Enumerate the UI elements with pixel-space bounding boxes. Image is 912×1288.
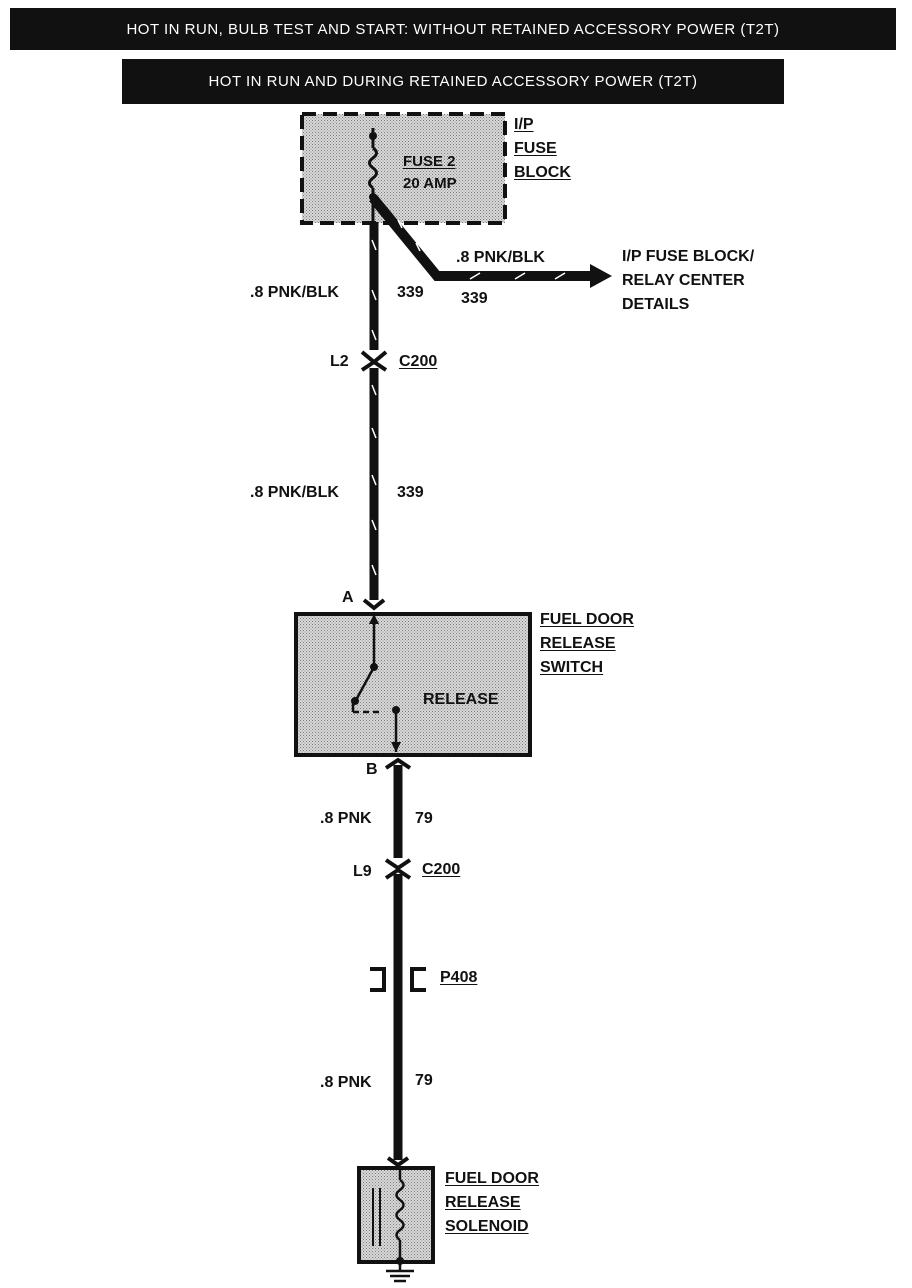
connector-c200-top <box>360 350 388 372</box>
fuel-door-release-switch <box>294 612 532 757</box>
switch-pin-a-label: A <box>342 589 354 606</box>
fuse-block-title-line-2: FUSE <box>514 140 557 157</box>
ground-icon <box>386 1262 414 1283</box>
fuse-rating: 20 AMP <box>403 175 457 192</box>
c200-top-pin: L2 <box>330 353 349 370</box>
branch-destination-line-2: RELAY CENTER <box>622 272 745 289</box>
branch-wire-label: .8 PNK/BLK <box>456 249 545 266</box>
branch-destination-line-1: I/P FUSE BLOCK/ <box>622 248 755 265</box>
wire-upper1-circuit: 339 <box>397 284 424 301</box>
connector-solenoid <box>386 1156 410 1168</box>
wire-upper2-label: .8 PNK/BLK <box>250 484 339 501</box>
fuel-door-release-solenoid <box>357 1166 435 1265</box>
wire-lower1-circuit: 79 <box>415 810 433 827</box>
fuse-block-title-line-3: BLOCK <box>514 164 571 181</box>
solenoid-title-line-3: SOLENOID <box>445 1218 529 1235</box>
connector-pin-b <box>384 757 412 770</box>
switch-position-label: RELEASE <box>423 691 499 708</box>
wire-upper2-circuit: 339 <box>397 484 424 501</box>
wire-339-upper <box>369 222 379 350</box>
wire-339-lower <box>369 368 379 600</box>
connector-p408 <box>370 967 426 992</box>
switch-pin-b-label: B <box>366 761 378 778</box>
c200-bottom-name: C200 <box>422 861 461 878</box>
solenoid-title-line-1: FUEL DOOR <box>445 1170 539 1187</box>
fuse-name: FUSE 2 <box>403 153 456 170</box>
switch-title-line-2: RELEASE <box>540 635 616 652</box>
wire-upper1-label: .8 PNK/BLK <box>250 284 339 301</box>
header-banner-1: HOT IN RUN, BULB TEST AND START: WITHOUT… <box>10 8 896 50</box>
connector-pin-a <box>362 598 386 611</box>
header-banner-2: HOT IN RUN AND DURING RETAINED ACCESSORY… <box>122 59 784 104</box>
switch-title-line-3: SWITCH <box>540 659 604 676</box>
c200-top-name: C200 <box>399 353 438 370</box>
branch-destination-line-3: DETAILS <box>622 296 690 313</box>
branch-circuit-number: 339 <box>461 290 488 307</box>
fuse-block-title-line-1: I/P <box>514 116 534 133</box>
fuse-block <box>300 112 507 225</box>
c200-bottom-pin: L9 <box>353 863 372 880</box>
p408-name: P408 <box>440 969 478 986</box>
wire-lower1-label: .8 PNK <box>320 810 372 827</box>
connector-c200-bottom <box>384 858 412 880</box>
wire-lower2-circuit: 79 <box>415 1072 433 1089</box>
wire-lower2-label: .8 PNK <box>320 1074 372 1091</box>
solenoid-title-line-2: RELEASE <box>445 1194 521 1211</box>
branch-wire-339 <box>369 194 612 288</box>
switch-title-line-1: FUEL DOOR <box>540 611 634 628</box>
